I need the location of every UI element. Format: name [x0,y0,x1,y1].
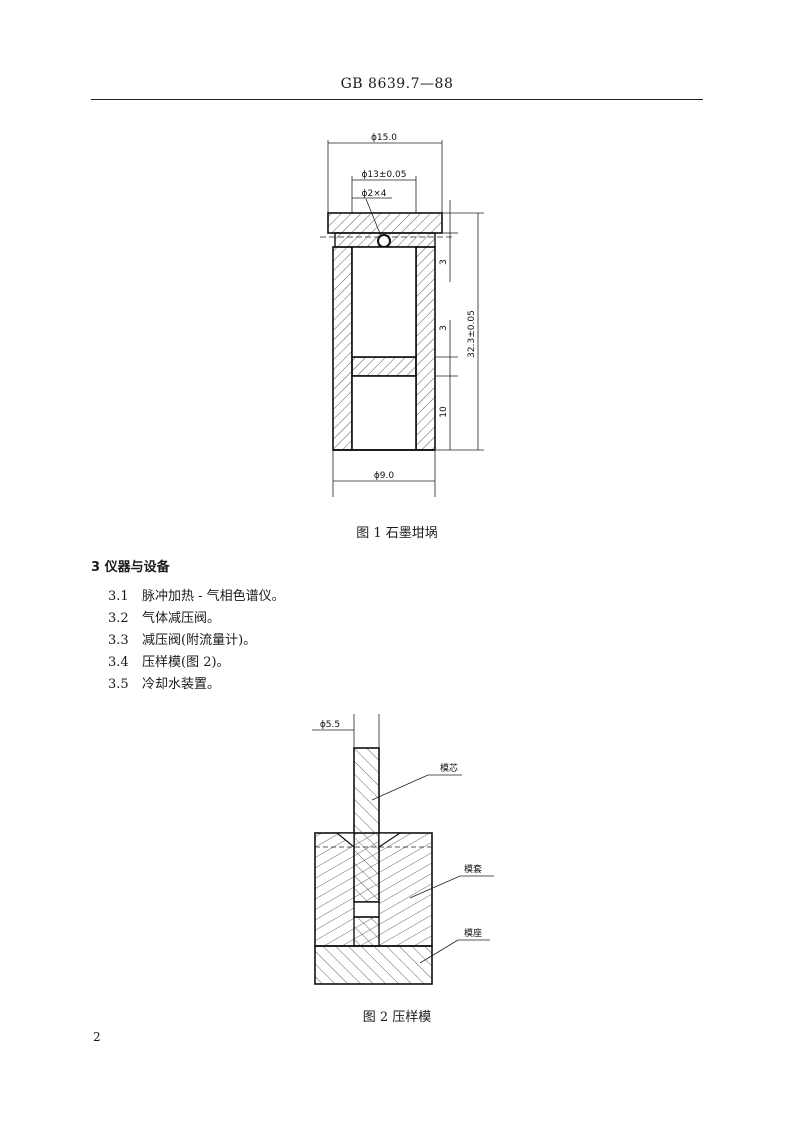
list-item: 3.3 减压阀(附流量计)。 [108,629,256,648]
item-number: 3.2 [108,611,129,626]
dim-inner-diameter: ϕ13±0.05 [362,170,407,180]
section-3-title: 3 仪器与设备 [91,560,170,575]
document-header-title: GB 8639.7—88 [340,76,454,92]
list-item: 3.2 气体减压阀。 [108,607,220,626]
item-number: 3.1 [108,589,129,604]
item-text: 气体减压阀。 [142,611,221,626]
list-item: 3.1 脉冲加热 - 气相色谱仪。 [108,585,285,604]
figure1-caption: 图 1 石墨坩埚 [356,526,438,541]
label-base: 模座 [464,927,482,939]
figure1-crucible-drawing: ϕ15.0 ϕ13±0.05 ϕ2×4 3 3 32.3±0.05 10 ϕ9.… [320,133,484,497]
item-number: 3.4 [108,655,129,670]
dim-core-diameter: ϕ5.5 [320,720,340,730]
header-divider [91,99,703,100]
list-item: 3.5 冷却水装置。 [108,673,220,692]
item-text: 冷却水装置。 [142,677,221,692]
dim-bottom-diameter: ϕ9.0 [374,471,395,481]
item-text: 脉冲加热 - 气相色谱仪。 [142,589,285,604]
item-number: 3.3 [108,633,129,648]
dim-bottom-height: 10 [439,406,449,418]
label-core: 模芯 [440,762,458,774]
item-text: 压样模(图 2)。 [142,655,230,670]
item-number: 3.5 [108,677,129,692]
item-text: 减压阀(附流量计)。 [142,633,257,648]
label-sleeve: 模套 [464,863,482,875]
dim-wall-height: 3 [439,325,449,331]
dim-hole: ϕ2×4 [362,189,387,199]
dim-rim-height: 3 [439,259,449,265]
page-number: 2 [93,1030,101,1044]
list-item: 3.4 压样模(图 2)。 [108,651,230,670]
dim-total-height: 32.3±0.05 [467,310,477,358]
figure2-press-die-drawing: ϕ5.5 模芯 模套 模座 [312,714,494,985]
figure2-caption: 图 2 压样模 [362,1010,432,1025]
dim-outer-diameter: ϕ15.0 [371,133,397,143]
